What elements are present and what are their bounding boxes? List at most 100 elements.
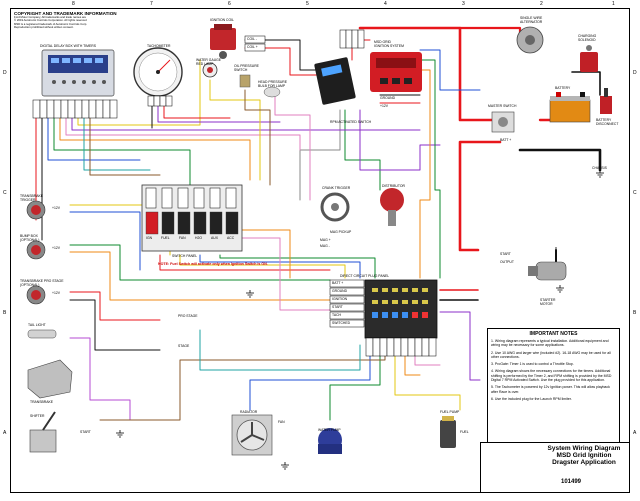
- switch-ign-label: IGN: [146, 236, 153, 240]
- starter-start-label: START: [500, 252, 511, 256]
- wire-switch-h2o: [219, 254, 376, 279]
- coil-pos-label: COIL +: [247, 45, 258, 49]
- wire-battery-neg: [518, 148, 602, 172]
- switch-panel-note: NOTE: Fuel Switch will activate only whe…: [158, 262, 268, 266]
- note-2: 2. Use 10 AWG and larger wire (included …: [491, 350, 611, 359]
- wire-solenoid-ground: [571, 71, 601, 96]
- ground-symbol-4: [246, 290, 254, 298]
- ground-symbol-3: [556, 285, 564, 293]
- note-1: 1. Wiring diagram represents a typical i…: [491, 339, 609, 348]
- wire-crank-signal: [344, 109, 381, 191]
- grid-row-c: C: [3, 190, 7, 196]
- panel-term-ign: IGNITION: [332, 297, 348, 301]
- power-panel-label: DIRECT CIRCUIT PLUG PANEL: [340, 274, 390, 278]
- transbrake-label: TRANSBRAKE TRIGGER: [20, 194, 43, 202]
- switch-fuel-label: FUEL: [161, 236, 170, 240]
- disconnect-label: BATTERY DISCONNECT: [596, 118, 619, 126]
- fuel-pump-label: FUEL PUMP: [440, 410, 460, 414]
- wire-main-power: [358, 26, 502, 122]
- switch-acc-label: ACC: [227, 236, 235, 240]
- msd-grid-art: [370, 52, 422, 92]
- ignition-coil-label: IGNITION COIL: [210, 18, 234, 22]
- grid-col-5: 5: [306, 1, 309, 7]
- sheet-border: [10, 8, 630, 493]
- wire-tach-3: [163, 94, 231, 119]
- fuel-pump-art: [440, 416, 456, 448]
- bump-box-label: BUMP BOX (OPTIONAL): [20, 234, 40, 242]
- ignition-label: MSD GRID IGNITION SYSTEM: [374, 40, 404, 48]
- pro-stage-label: TRANSBRAKE PRO STAGE (OPTIONAL): [20, 279, 64, 287]
- battery-art: [549, 92, 591, 123]
- switch-panel-connector: [145, 187, 237, 209]
- battery-label: BATTERY: [555, 86, 571, 90]
- stage-12v: +12V: [52, 291, 61, 295]
- water-pump-label: WATER PUMP: [318, 428, 341, 432]
- switch-fan-label: FAN: [179, 236, 186, 240]
- stage-term: STAGE: [178, 344, 190, 348]
- wire-tach-out: [359, 109, 441, 171]
- tail-light-label: TAIL LIGHT: [28, 323, 46, 327]
- grid-row-b-right: B: [633, 310, 637, 316]
- title-line-2: MSD Grid Ignition: [556, 452, 612, 459]
- master-switch-label: MASTER SWITCH: [488, 104, 517, 108]
- solenoid-label: CHARGING SOLENOID: [578, 34, 597, 42]
- panel-bottom-terminals: [365, 337, 437, 357]
- grid-row-b: B: [3, 310, 7, 316]
- panel-term-start: START: [332, 305, 343, 309]
- msd-module-black-art: [314, 57, 356, 105]
- water-gauge-art: [202, 62, 218, 78]
- radiator-label: RADIATOR: [240, 410, 258, 414]
- panel-term-batt: BATT +: [332, 281, 344, 285]
- wire-switch-fuel: [179, 254, 346, 279]
- switch-panel-art: [141, 184, 243, 252]
- wire-out-waterpump: [329, 344, 381, 421]
- wire-out-fuel: [394, 344, 461, 411]
- alternator-label: SINGLE WIRE ALTERNATOR: [520, 16, 543, 24]
- tachometer-label: TACHOMETER: [147, 44, 171, 48]
- grid-col-2: 2: [540, 1, 543, 7]
- grid-col-6: 6: [228, 1, 231, 7]
- ground-symbol-1: [596, 170, 604, 178]
- note-3: 3. ProGate: Timer 1 is used to control a…: [491, 362, 574, 367]
- timer-box-art: [41, 49, 115, 97]
- stage-button-art: [26, 285, 46, 305]
- title-main: System Wiring Diagram MSD Grid Ignition …: [539, 445, 629, 466]
- wire-out-fan: [249, 344, 371, 411]
- wire-coil-neg: [244, 39, 321, 71]
- wire-tail-light: [69, 337, 131, 421]
- copyright-line-4: Reproduction prohibited without written …: [14, 24, 74, 29]
- wire-bump-1: [69, 244, 331, 281]
- wire-ign-out-1: [419, 49, 481, 91]
- grid-col-3: 3: [462, 1, 465, 7]
- water-pump-art: [318, 428, 342, 454]
- wire-stage-2: [69, 299, 161, 351]
- wire-shift-light: [274, 94, 311, 201]
- note-6: 6. Use the included plug for the Launch …: [491, 396, 572, 401]
- wire-switch-aux: [239, 229, 291, 279]
- master-switch-art: [491, 111, 515, 133]
- grid-col-1: 1: [612, 1, 615, 7]
- wire-alternator-power: [458, 26, 522, 47]
- tach-connector: [147, 95, 173, 107]
- grid-row-d: D: [3, 70, 7, 76]
- transbrake-button-art: [26, 200, 46, 220]
- copyright-line-3: MSD is a registered trademark of Autotro…: [14, 21, 88, 26]
- pro-stage-term: PRO STAGE: [178, 314, 198, 318]
- wire-stage-1: [69, 291, 161, 321]
- mag-plus-label: MAG +: [320, 238, 331, 242]
- wire-switch-acc: [239, 237, 331, 311]
- solenoid-art: [580, 45, 598, 72]
- ign-ground-label: GROUND: [380, 96, 396, 100]
- oil-pressure-art: [239, 74, 251, 88]
- doc-number: 101499: [561, 479, 582, 485]
- grid-row-a: A: [3, 430, 7, 436]
- rpm-switch-label: RPM ACTIVATED SWITCH: [330, 120, 372, 124]
- shifter-label: SHIFTER: [30, 414, 45, 418]
- bump-button-art: [26, 240, 46, 260]
- wire-timer-5: [59, 117, 251, 181]
- switch-panel-label: SWITCH PANEL: [172, 254, 198, 258]
- grid-row-c-right: C: [633, 190, 637, 196]
- ground-symbol-5: [116, 430, 124, 438]
- wire-water-gauge: [209, 79, 261, 181]
